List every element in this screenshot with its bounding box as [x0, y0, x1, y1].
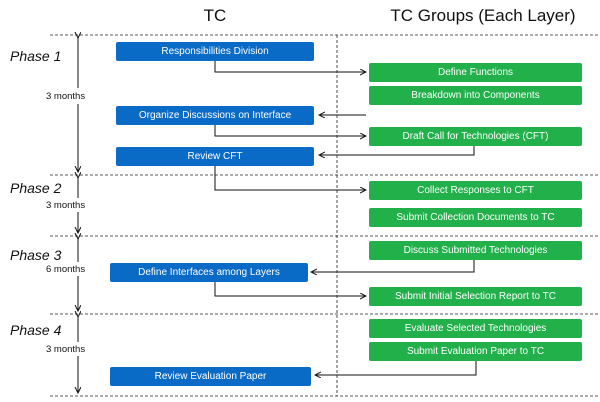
evaluate-technologies-step: Evaluate Selected Technologies	[369, 319, 582, 338]
draft-cft-step: Draft Call for Technologies (CFT)	[369, 127, 582, 146]
phase-4-duration: 3 months	[46, 344, 86, 355]
phase-3-duration: 6 months	[46, 264, 86, 275]
collect-responses-step: Collect Responses to CFT	[369, 181, 582, 200]
submit-initial-selection-step: Submit Initial Selection Report to TC	[369, 287, 582, 306]
step-arrows	[214, 61, 477, 375]
phase-4-label: Phase 4	[10, 322, 62, 338]
submit-evaluation-paper-step: Submit Evaluation Paper to TC	[369, 342, 582, 361]
phase-2-label: Phase 2	[10, 180, 62, 196]
tc-column-header: TC	[203, 6, 227, 25]
breakdown-components-step: Breakdown into Components	[369, 86, 582, 105]
responsibilities-division-step: Responsibilities Division	[116, 42, 314, 61]
submit-collection-step: Submit Collection Documents to TC	[369, 208, 582, 227]
review-evaluation-paper-step: Review Evaluation Paper	[110, 367, 311, 386]
discuss-technologies-step: Discuss Submitted Technologies	[369, 241, 582, 260]
phase-1-label: Phase 1	[10, 48, 62, 64]
phase-dividers	[50, 34, 598, 397]
groups-column-header: TC Groups (Each Layer)	[390, 6, 576, 25]
phase-3-label: Phase 3	[10, 247, 62, 263]
define-interfaces-step: Define Interfaces among Layers	[110, 263, 308, 282]
define-functions-step: Define Functions	[369, 63, 582, 82]
review-cft-step: Review CFT	[116, 147, 314, 166]
phase-1-duration: 3 months	[46, 91, 86, 102]
phase-2-duration: 3 months	[46, 200, 86, 211]
organize-discussions-step: Organize Discussions on Interface	[116, 106, 314, 125]
